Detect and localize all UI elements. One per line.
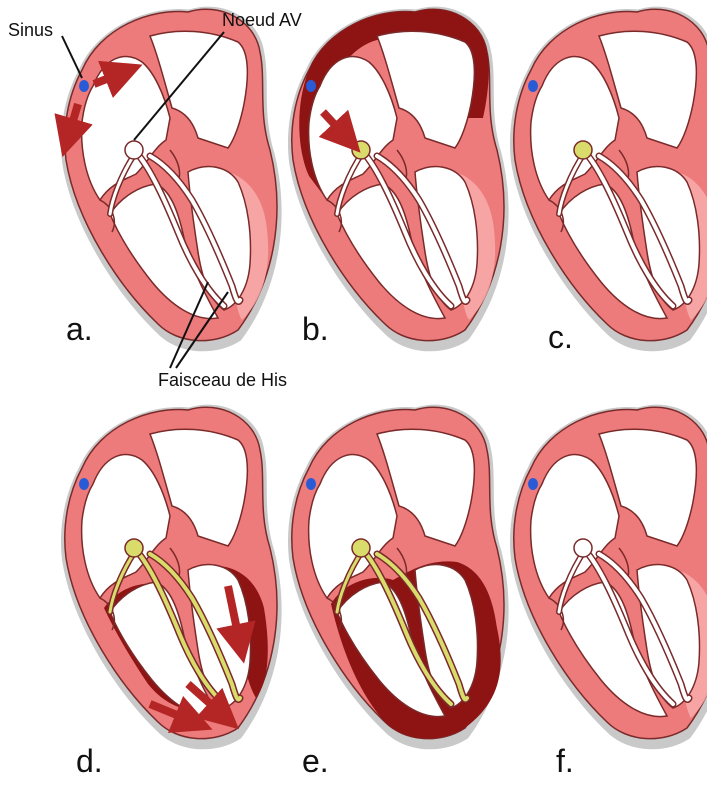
heart-panel-2: c. xyxy=(510,7,707,355)
heart-panel-0: a. xyxy=(61,7,282,352)
annotation-his-bundle-text: Faisceau de His xyxy=(158,370,287,390)
av-node-icon xyxy=(574,539,592,557)
av-node-icon xyxy=(125,539,143,557)
sinus-node-icon xyxy=(306,80,316,92)
sinus-node-icon xyxy=(528,80,538,92)
annotation-sinus: Sinus xyxy=(8,20,82,78)
av-node-icon xyxy=(352,539,370,557)
sinus-pointer-line xyxy=(62,36,82,78)
panel-label: e. xyxy=(302,743,329,779)
heart-panel-5: f. xyxy=(510,405,707,779)
panel-label: b. xyxy=(302,311,329,347)
panel-label: f. xyxy=(556,743,574,779)
av-node-icon xyxy=(574,141,592,159)
heart-panel-4: e. xyxy=(288,405,509,779)
av-node-icon xyxy=(352,141,370,159)
heart-panel-3: d. xyxy=(61,405,282,779)
heart-panel-1: b. xyxy=(288,7,509,352)
annotation-av-node-text: Noeud AV xyxy=(222,10,302,30)
panel-label: a. xyxy=(66,311,93,347)
sinus-node-icon xyxy=(79,478,89,490)
sinus-node-icon xyxy=(79,80,89,92)
sinus-node-icon xyxy=(306,478,316,490)
sinus-node-icon xyxy=(528,478,538,490)
av-node-icon xyxy=(125,141,143,159)
annotation-sinus-text: Sinus xyxy=(8,20,53,40)
panel-label: d. xyxy=(76,743,103,779)
panel-label: c. xyxy=(548,319,573,355)
